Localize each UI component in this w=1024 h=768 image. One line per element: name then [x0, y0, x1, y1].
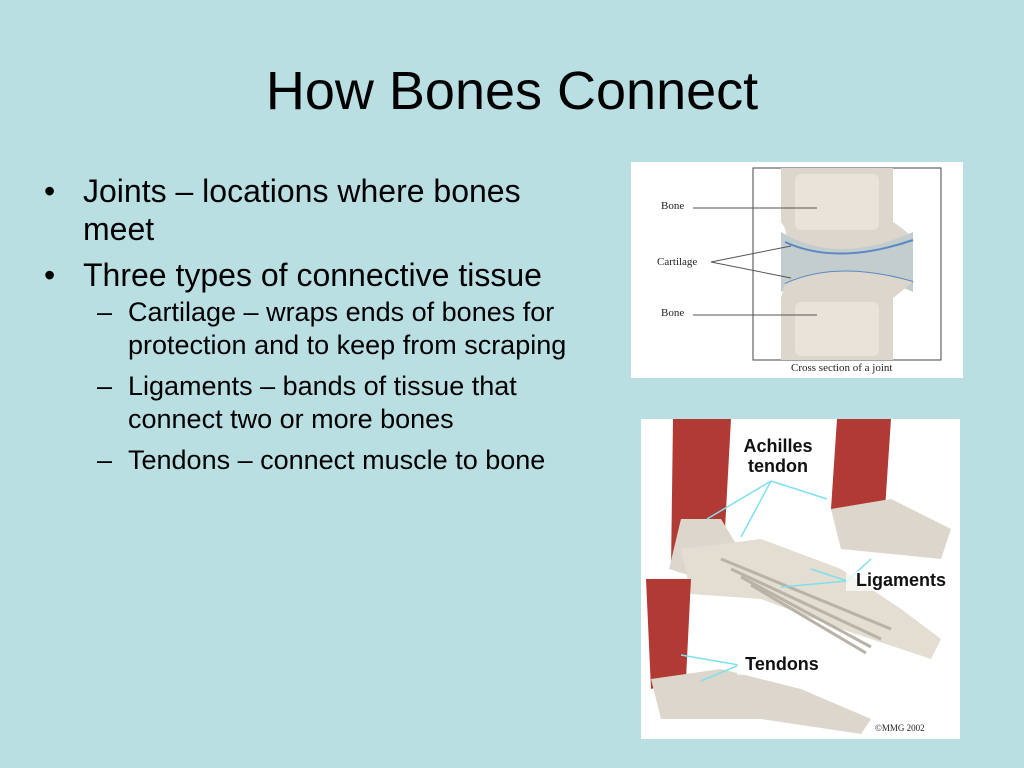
lower-bone-marrow [795, 302, 879, 356]
achilles-pointer-1 [706, 480, 772, 520]
bullet-list: Joints – locations where bones meet Thre… [40, 172, 600, 485]
achilles-pointer-2 [740, 480, 772, 538]
label-ligaments: Ligaments [846, 570, 956, 591]
upper-cartilage [784, 239, 914, 255]
foot-anatomy-figure: Achilles tendon Ligaments Tendons ©MMG 2… [641, 419, 960, 739]
ligaments-pointer-2 [810, 568, 848, 582]
lower-foot-bones [651, 669, 871, 734]
cartilage-pointer-1 [710, 245, 792, 263]
bullet-connective-tissue: Three types of connective tissue Cartila… [40, 256, 600, 477]
label-bone-top: Bone [661, 200, 685, 212]
main-foot-bones [681, 539, 941, 659]
joint-caption: Cross section of a joint [791, 362, 893, 374]
figure-credit: ©MMG 2002 [875, 723, 925, 733]
right-foot-bones [831, 499, 951, 559]
tendons-pointer-1 [680, 654, 740, 666]
sub-bullet-cartilage: Cartilage – wraps ends of bones for prot… [83, 296, 600, 362]
joint-cross-section-figure: Bone Cartilage Bone Cross section of a j… [631, 162, 963, 378]
sub-bullet-list: Cartilage – wraps ends of bones for prot… [83, 296, 600, 477]
lower-leg-muscle [646, 579, 691, 689]
bullet-connective-tissue-text: Three types of connective tissue [83, 257, 542, 293]
sub-bullet-ligaments: Ligaments – bands of tissue that connect… [83, 370, 600, 436]
tendons-pointer-2 [700, 664, 740, 682]
cartilage-pointer-2 [710, 261, 792, 279]
sub-bullet-tendons: Tendons – connect muscle to bone [83, 444, 600, 477]
bullet-joints: Joints – locations where bones meet [40, 172, 600, 248]
slide-title: How Bones Connect [265, 61, 759, 121]
foot-illustration [646, 419, 951, 734]
label-bone-bottom: Bone [661, 307, 685, 319]
metatarsals [720, 557, 892, 655]
label-tendons: Tendons [737, 654, 827, 675]
upper-bone-marrow [795, 174, 879, 230]
joint-illustration [693, 167, 942, 361]
label-achilles-tendon: Achilles tendon [743, 436, 813, 476]
label-cartilage: Cartilage [657, 256, 698, 268]
ligaments-pointer-1 [780, 580, 848, 588]
achilles-pointer-3 [770, 480, 828, 500]
